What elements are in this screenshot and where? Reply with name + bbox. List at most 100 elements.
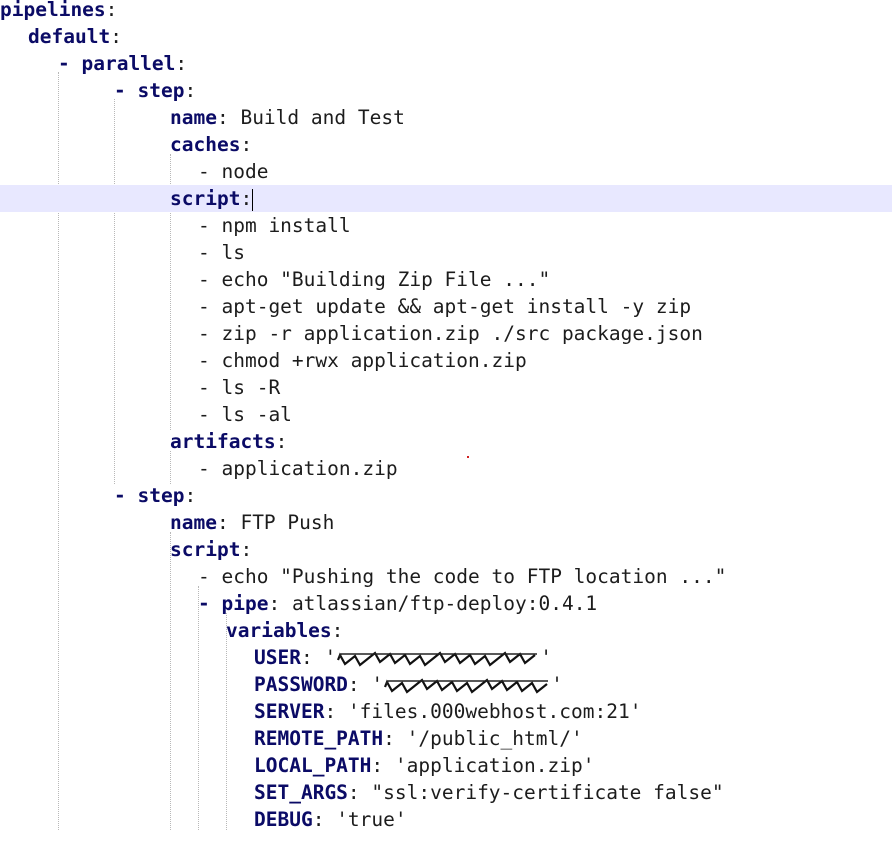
code-line[interactable]: - pipe: atlassian/ftp-deploy:0.4.1	[0, 590, 892, 617]
yaml-key: default	[28, 25, 111, 48]
yaml-key: SET_ARGS	[254, 781, 348, 804]
key-separator: :	[216, 511, 241, 534]
yaml-key: SERVER	[254, 700, 325, 723]
yaml-key: name	[170, 106, 217, 129]
yaml-key: script	[170, 538, 241, 561]
code-line[interactable]: pipelines:	[0, 0, 892, 23]
key-separator: :	[347, 781, 372, 804]
yaml-value: node	[221, 160, 269, 183]
yaml-value-end: '	[540, 646, 552, 669]
code-line[interactable]: variables:	[0, 617, 892, 644]
yaml-key: DEBUG	[254, 808, 313, 831]
yaml-value: npm install	[221, 214, 351, 237]
list-dash: -	[114, 484, 138, 507]
key-separator: :	[184, 484, 197, 507]
code-line[interactable]: name: Build and Test	[0, 104, 892, 131]
yaml-value: 'files.000webhost.com:21'	[347, 700, 642, 723]
yaml-value: '/public_html/'	[406, 727, 583, 750]
code-line[interactable]: artifacts:	[0, 428, 892, 455]
yaml-value: '	[371, 673, 384, 696]
code-line[interactable]: default:	[0, 23, 892, 50]
key-separator: :	[240, 187, 253, 210]
code-line[interactable]: SET_ARGS: "ssl:verify-certificate false"	[0, 779, 892, 806]
key-separator: :	[216, 106, 241, 129]
code-line[interactable]: REMOTE_PATH: '/public_html/'	[0, 725, 892, 752]
yaml-key: step	[137, 79, 185, 102]
list-dash: -	[198, 241, 222, 264]
code-line[interactable]: script:	[0, 536, 892, 563]
yaml-value: atlassian/ftp-deploy:0.4.1	[291, 592, 598, 615]
list-dash: -	[198, 214, 222, 237]
key-separator: :	[240, 538, 253, 561]
yaml-key: name	[170, 511, 217, 534]
list-dash: -	[58, 52, 82, 75]
yaml-value: ls	[221, 241, 245, 264]
key-separator: :	[240, 133, 253, 156]
yaml-value: 'true'	[336, 808, 407, 831]
yaml-value: application.zip	[221, 457, 398, 480]
code-line[interactable]: LOCAL_PATH: 'application.zip'	[0, 752, 892, 779]
code-line[interactable]: SERVER: 'files.000webhost.com:21'	[0, 698, 892, 725]
yaml-value: ls -R	[221, 376, 281, 399]
yaml-value: FTP Push	[240, 511, 335, 534]
redaction-scribble	[337, 650, 538, 667]
key-separator: :	[105, 0, 118, 21]
yaml-value: "ssl:verify-certificate false"	[371, 781, 724, 804]
code-line[interactable]: script:	[0, 185, 892, 212]
code-line[interactable]: - parallel:	[0, 50, 892, 77]
code-line[interactable]: - chmod +rwx application.zip	[0, 347, 892, 374]
list-dash: -	[198, 322, 222, 345]
yaml-value: apt-get update && apt-get install -y zip	[221, 295, 692, 318]
yaml-key: variables	[226, 619, 332, 642]
key-separator: :	[383, 727, 407, 750]
yaml-key: REMOTE_PATH	[254, 727, 384, 750]
code-line[interactable]: - step:	[0, 482, 892, 509]
key-separator: :	[268, 592, 292, 615]
code-line[interactable]: USER: ''	[0, 644, 892, 671]
code-line[interactable]: DEBUG: 'true'	[0, 806, 892, 833]
yaml-key: script	[170, 187, 241, 210]
key-separator: :	[184, 79, 197, 102]
code-line[interactable]: name: FTP Push	[0, 509, 892, 536]
code-line[interactable]: - step:	[0, 77, 892, 104]
key-separator: :	[175, 52, 188, 75]
code-line[interactable]: PASSWORD: ' '	[0, 671, 892, 698]
code-line[interactable]: - node	[0, 158, 892, 185]
code-line[interactable]: - npm install	[0, 212, 892, 239]
code-line[interactable]: - apt-get update && apt-get install -y z…	[0, 293, 892, 320]
indent-guide	[170, 208, 171, 430]
yaml-value: zip -r application.zip ./src package.jso…	[221, 322, 703, 345]
list-dash: -	[198, 592, 222, 615]
text-caret	[252, 188, 254, 211]
indent-guide	[58, 72, 59, 830]
indent-guide	[198, 586, 199, 830]
yaml-value: chmod +rwx application.zip	[221, 349, 527, 372]
key-separator: :	[300, 646, 325, 669]
yaml-key: PASSWORD	[254, 673, 348, 696]
yaml-key: pipelines	[0, 0, 106, 21]
code-line[interactable]: - ls -R	[0, 374, 892, 401]
code-line[interactable]: - zip -r application.zip ./src package.j…	[0, 320, 892, 347]
yaml-value: ls -al	[221, 403, 292, 426]
indent-guide	[170, 154, 171, 186]
code-line[interactable]: - echo "Building Zip File ..."	[0, 266, 892, 293]
yaml-key: pipe	[221, 592, 269, 615]
list-dash: -	[198, 457, 222, 480]
list-dash: -	[198, 268, 222, 291]
yaml-value: echo "Building Zip File ..."	[221, 268, 551, 291]
code-line[interactable]: - ls	[0, 239, 892, 266]
yaml-key: USER	[254, 646, 301, 669]
indent-guide	[226, 613, 227, 830]
list-dash: -	[198, 403, 222, 426]
yaml-value-end: '	[551, 673, 563, 696]
list-dash: -	[198, 349, 222, 372]
key-separator: :	[324, 700, 348, 723]
code-line[interactable]: - ls -al	[0, 401, 892, 428]
key-separator: :	[371, 754, 395, 777]
code-line[interactable]: - echo "Pushing the code to FTP location…	[0, 563, 892, 590]
code-line[interactable]: caches:	[0, 131, 892, 158]
key-separator: :	[331, 619, 344, 642]
code-line[interactable]: - application.zip	[0, 455, 892, 482]
key-separator: :	[347, 673, 372, 696]
